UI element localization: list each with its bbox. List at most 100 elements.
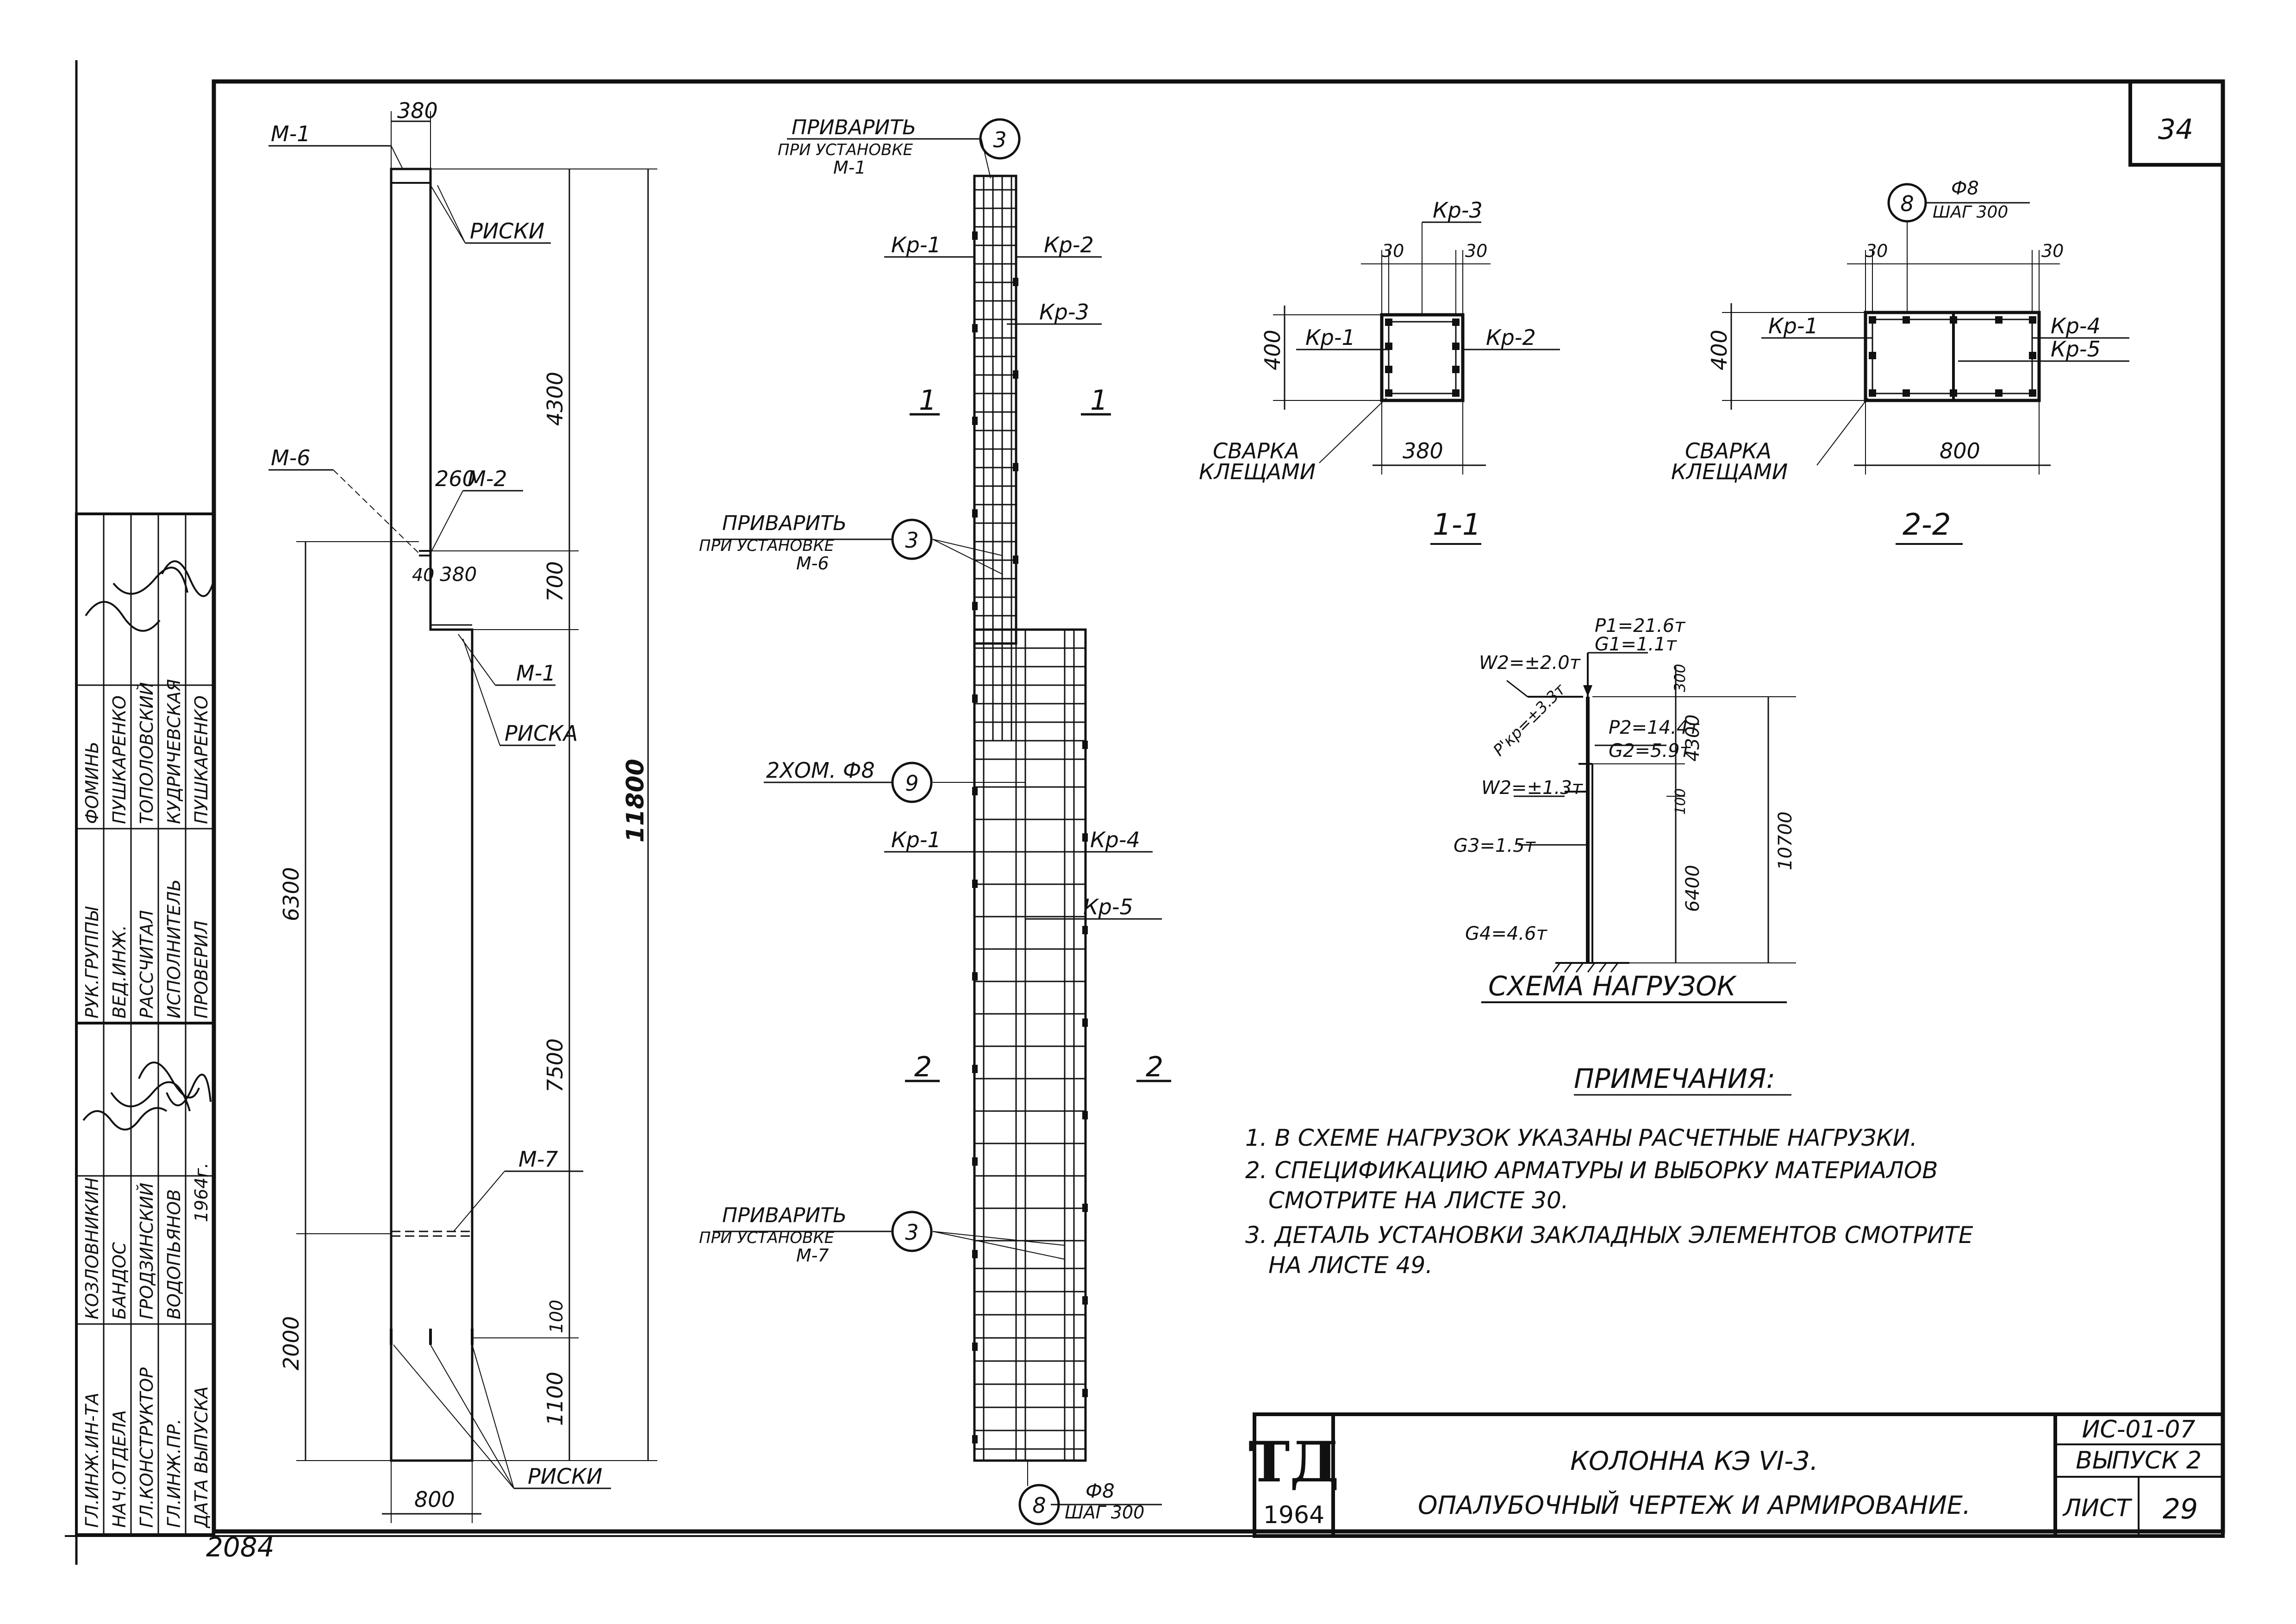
load-p1: P1=21.6т (1595, 615, 1686, 637)
sheet-frame (65, 60, 2225, 1565)
page-number: 34 (2158, 113, 2193, 146)
load-g4: G4=4.6т (1465, 923, 1548, 944)
load-w2-mid: W2=±1.3т (1481, 777, 1584, 799)
cut1-left: 1 (919, 384, 936, 417)
name-10: ПУШКАРЕНКО (191, 695, 212, 824)
cut2-right: 2 (1146, 1051, 1163, 1083)
role-5: ДАТА ВЫПУСКА (191, 1387, 212, 1529)
s22-kp1: Кр-1 (1768, 313, 1818, 338)
dim-380b: 380 (440, 563, 477, 586)
s22-label: 2-2 (1903, 508, 1951, 542)
doc-code: ИС-01-07 (2082, 1416, 2195, 1443)
position-markers (891, 118, 1060, 1525)
weld-top-l1: ПРИВАРИТЬ (792, 116, 916, 139)
kp5-bot: Кр-5 (1083, 894, 1133, 919)
formwork-elevation (268, 111, 657, 1523)
note-3b: НА ЛИСТЕ 49. (1268, 1252, 1433, 1279)
note-2b: СМОТРИТЕ НА ЛИСТЕ 30. (1268, 1187, 1569, 1214)
s22-30a: 30 (1866, 241, 1888, 261)
dim-260: 260 (435, 466, 476, 491)
role-8: РАССЧИТАЛ (137, 910, 157, 1018)
name-7: ПУШКАРЕНКО (109, 695, 130, 824)
s11-30b: 30 (1465, 241, 1487, 261)
note-3a: 3. ДЕТАЛЬ УСТАНОВКИ ЗАКЛАДНЫХ ЭЛЕМЕНТОВ … (1245, 1222, 1973, 1249)
kp2-top: Кр-2 (1044, 232, 1094, 257)
s11-weld1: СВАРКА (1213, 438, 1299, 463)
notes-title: ПРИМЕЧАНИЯ: (1574, 1063, 1775, 1094)
role-2: НАЧ.ОТДЕЛА (109, 1410, 130, 1528)
logo-year: 1964 (1263, 1501, 1324, 1529)
role-7: ВЕД.ИНЖ. (109, 925, 130, 1018)
load-dim4300: 4300 (1682, 714, 1703, 762)
title-line2: ОПАЛУБОЧНЫЙ ЧЕРТЕЖ И АРМИРОВАНИЕ. (1418, 1491, 1971, 1520)
dim-7500: 7500 (543, 1038, 568, 1093)
bar-step: ШАГ 300 (1065, 1502, 1144, 1523)
load-p2: P2=14.4т (1609, 717, 1700, 738)
kp4-bot: Кр-4 (1090, 827, 1140, 852)
signature-block (75, 512, 215, 1536)
kp1-bot: Кр-1 (891, 827, 941, 852)
dim-100: 100 (546, 1299, 567, 1333)
s11-400: 400 (1260, 330, 1285, 370)
weld-top-l2: ПРИ УСТАНОВКЕ (778, 141, 913, 159)
load-w2-top: W2=±2.0т (1479, 652, 1581, 674)
title-line1: КОЛОННА КЭ VI-3. (1570, 1446, 1818, 1476)
dim-40: 40 (412, 565, 434, 585)
top-width-dim: 380 (397, 98, 438, 123)
riski-top-label: РИСКИ (470, 219, 544, 244)
pos3-top: 3 (993, 127, 1006, 152)
sheet-no: 29 (2163, 1493, 2198, 1525)
dim-6300: 6300 (279, 867, 304, 921)
load-dim100: 100 (1672, 788, 1689, 815)
name-6: ФОМИНЬ (82, 742, 102, 824)
dim-700: 700 (543, 561, 568, 602)
stamp-number: 2084 (206, 1531, 275, 1563)
load-g2: G2=5.9т (1609, 740, 1691, 762)
m7-label: М-7 (518, 1147, 558, 1172)
title-block (1253, 1412, 2225, 1538)
s22-kp5: Кр-5 (2051, 337, 2101, 362)
kp3-top: Кр-3 (1039, 300, 1089, 325)
weld-mid-l1: ПРИВАРИТЬ (722, 512, 847, 535)
role-10: ПРОВЕРИЛ (191, 921, 212, 1018)
pos8-bot: 8 (1032, 1493, 1046, 1518)
s11-380: 380 (1403, 438, 1443, 463)
riska-label: РИСКА (505, 721, 578, 746)
bottom-width-dim: 800 (414, 1487, 455, 1512)
role-6: РУК.ГРУППЫ (82, 906, 102, 1018)
section-2-2 (1722, 183, 2129, 545)
m6-label: М-6 (271, 445, 311, 470)
s22-pos8: 8 (1900, 191, 1914, 216)
s11-kp3: Кр-3 (1433, 198, 1483, 223)
dim-11800: 11800 (622, 759, 649, 843)
s22-30b: 30 (2041, 241, 2064, 261)
name-3: ГРОДЗИНСКИЙ (137, 1183, 157, 1319)
name-5: 1964г. (191, 1162, 212, 1222)
role-9: ИСПОЛНИТЕЛЬ (164, 879, 184, 1018)
dim-2000: 2000 (279, 1316, 304, 1370)
s11-kp1: Кр-1 (1305, 325, 1355, 350)
load-pcr: P'кр=±3.3т (1490, 680, 1570, 760)
load-dim10700: 10700 (1775, 812, 1796, 870)
m1-top-label: М-1 (271, 121, 311, 146)
s22-diam: Ф8 (1951, 178, 1979, 199)
pos3-mid: 3 (905, 528, 918, 553)
load-scheme (1481, 652, 1796, 1003)
s22-kp4: Кр-4 (2051, 313, 2101, 338)
weld-mid-l2: ПРИ УСТАНОВКЕ (699, 537, 835, 555)
s22-weld1: СВАРКА (1685, 438, 1772, 463)
weld-bot-l2: ПРИ УСТАНОВКЕ (699, 1229, 835, 1247)
m1-mid-label: М-1 (516, 661, 556, 686)
cut2-left: 2 (914, 1051, 932, 1083)
load-g1: G1=1.1т (1595, 634, 1678, 655)
weld-mid-l3: М-6 (796, 553, 829, 574)
pos3-bot: 3 (905, 1220, 918, 1245)
s22-step: ШАГ 300 (1933, 203, 2008, 222)
pos9: 9 (905, 771, 918, 796)
name-8: ТОПОЛОВСКИЙ (137, 682, 157, 824)
s11-30a: 30 (1382, 241, 1404, 261)
reinforcement-elevation (713, 138, 1171, 1505)
load-dim300: 300 (1671, 664, 1689, 692)
weld-bot-l1: ПРИВАРИТЬ (722, 1204, 847, 1227)
